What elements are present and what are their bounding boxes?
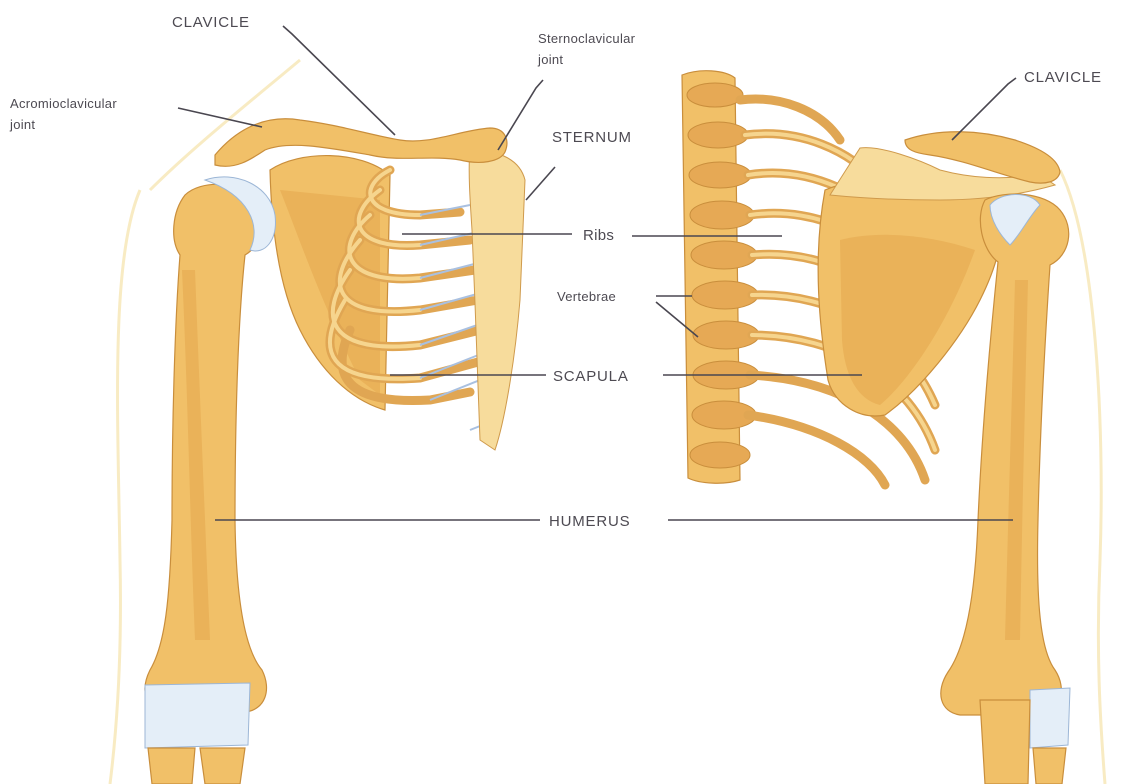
- label-clavicle-right: CLAVICLE: [1024, 69, 1102, 86]
- label-acromioclavicular-line1: Acromioclavicular: [10, 96, 117, 111]
- label-scapula: SCAPULA: [553, 368, 629, 385]
- leader-sternum: [526, 167, 555, 200]
- label-sternoclavicular-line2: joint: [537, 52, 563, 67]
- leader-sternoclavicular: [498, 80, 543, 150]
- label-clavicle-left: CLAVICLE: [172, 14, 250, 31]
- anterior-view: [145, 119, 525, 784]
- label-vertebrae: Vertebrae: [557, 289, 616, 304]
- leader-clavicle-right: [952, 78, 1016, 140]
- label-humerus: HUMERUS: [549, 513, 630, 530]
- label-ribs: Ribs: [583, 227, 614, 244]
- label-acromioclavicular-line2: joint: [9, 117, 35, 132]
- label-sternoclavicular-line1: Sternoclavicular: [538, 31, 636, 46]
- sternum: [469, 150, 525, 450]
- leader-clavicle-left: [283, 26, 395, 135]
- posterior-view: [682, 71, 1070, 784]
- label-sternum: STERNUM: [552, 129, 632, 146]
- leader-acromioclavicular: [178, 108, 262, 127]
